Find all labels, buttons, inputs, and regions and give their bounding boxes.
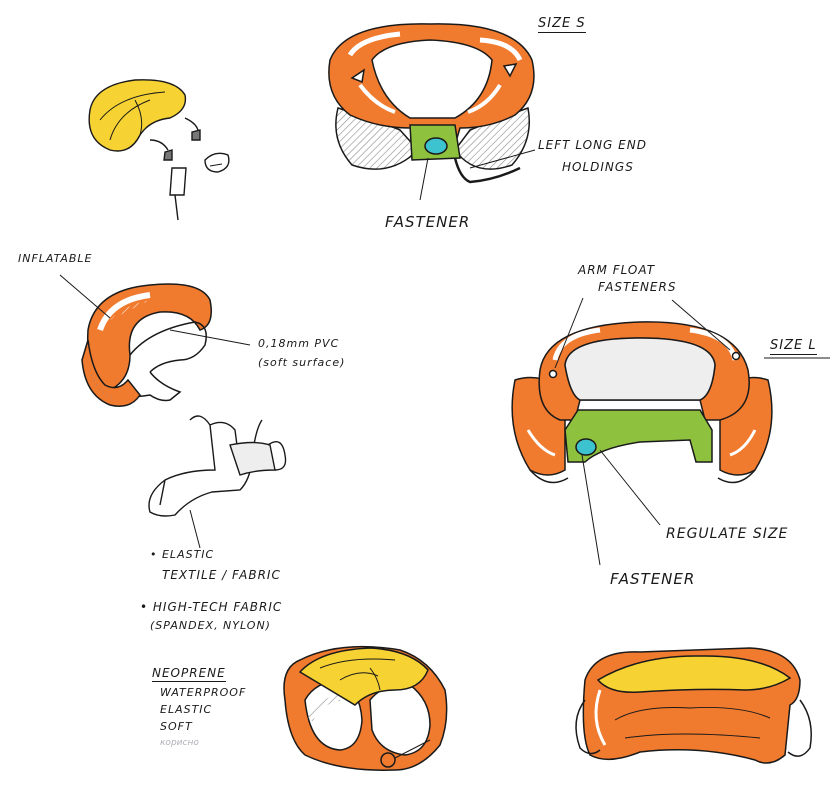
neoprene-elastic: ELASTIC [160,703,212,716]
size-l-label: SIZE L [770,338,817,355]
hightech-label-line2: (SPANDEX, NYLON) [150,619,271,632]
fastener-top-label: FASTENER [385,213,470,231]
neoprene-soft: SOFT [160,720,193,733]
arm-float-label: ARM FLOAT [578,263,655,277]
neoprene-note: корисно [160,738,199,748]
bottom-right-float-sketch [576,648,811,763]
pvc-label-line2: (soft surface) [258,356,345,369]
neoprene-label: NEOPRENE [152,666,226,682]
neoprene-float-sketch [284,647,447,771]
fasteners-label: FASTENERS [598,280,676,294]
elastic-label-line2: TEXTILE / FABRIC [162,568,281,582]
elastic-label-line1: • ELASTIC [150,548,214,561]
inflatable-arm-piece [60,275,250,406]
regulate-size-label: REGULATE SIZE [666,526,788,542]
inflatable-float-sketch [89,80,229,220]
hightech-label-line1: • HIGH-TECH FABRIC [140,600,282,614]
pvc-label-line1: 0,18mm PVC [258,337,339,350]
left-long-end-label: LEFT LONG END [538,138,647,152]
holdings-label: HOLDINGS [562,160,634,174]
elastic-fabric-sketch [149,416,286,548]
size-s-label: SIZE S [538,16,586,33]
size-s-float-drawing [329,24,535,200]
fastener-right-label: FASTENER [610,570,695,588]
neoprene-waterproof: WATERPROOF [160,686,246,699]
inflatable-label: INFLATABLE [18,252,93,265]
